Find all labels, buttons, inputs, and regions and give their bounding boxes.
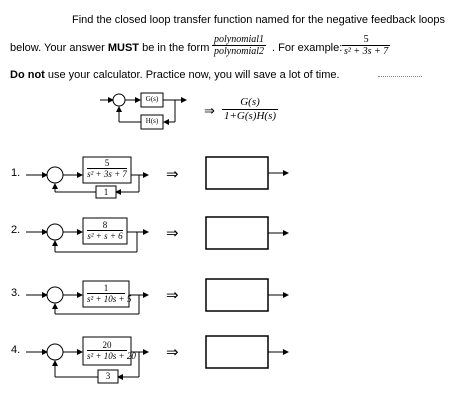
scan-mark (378, 76, 422, 78)
instruction-line-1: Find the closed loop transfer function n… (72, 14, 446, 26)
do-not-emphasis: Do not (10, 69, 45, 81)
problem-1-implies-arrow: ⇒ (166, 166, 179, 183)
problem-4-implies-arrow: ⇒ (166, 344, 179, 361)
problem-3-denominator: s² + 10s + 5 (87, 293, 132, 304)
problem-2-forward-tf: 8 s² + s + 6 (83, 220, 127, 241)
problem-4-feedback-gain: 3 (105, 371, 111, 381)
problem-1-diagram (26, 156, 289, 199)
feedback-block-label: H(s) (145, 117, 159, 125)
problem-1-feedback-gain: 1 (103, 187, 109, 197)
instruction-text: use your calculator. Practice now, you w… (47, 69, 340, 81)
problem-1-answer-box[interactable] (208, 159, 266, 187)
implies-arrow: ⇒ (204, 103, 215, 118)
problem-2-number: 2. (11, 224, 21, 236)
problem-4-diagram (26, 335, 289, 384)
problem-3-answer-box[interactable] (208, 281, 266, 309)
form-denominator: polynomial2 (212, 45, 266, 57)
problem-2-answer-box[interactable] (208, 219, 266, 247)
general-result-denominator: 1+G(s)H(s) (222, 109, 279, 122)
instruction-line-2-start: below. Your answer MUST be in the form (10, 42, 209, 54)
instruction-line-3: Do not use your calculator. Practice now… (10, 69, 340, 81)
problem-1-forward-tf: 5 s² + 3s + 7 (83, 158, 131, 179)
forward-block-label: G(s) (145, 95, 159, 103)
problem-1-denominator: s² + 3s + 7 (87, 168, 127, 179)
problem-3-numerator: 1 (103, 283, 109, 293)
problem-4-answer-box[interactable] (208, 338, 266, 366)
problem-1-number: 1. (11, 167, 21, 179)
problem-2-denominator: s² + s + 6 (87, 230, 123, 241)
example-numerator: 5 (363, 34, 369, 45)
problem-4-denominator: s² + 10s + 20 (87, 350, 136, 361)
form-numerator: polynomial1 (214, 34, 264, 45)
form-fraction: polynomial1 polynomial2 (212, 34, 266, 57)
general-diagram (100, 92, 187, 130)
problem-2-implies-arrow: ⇒ (166, 225, 179, 242)
example-fraction: 5 s² + 3s + 7 (342, 34, 391, 57)
example-denominator: s² + 3s + 7 (342, 45, 391, 57)
problem-4-numerator: 20 (102, 340, 112, 350)
problem-2-diagram (26, 216, 289, 253)
must-emphasis: MUST (107, 42, 140, 54)
problem-3-number: 3. (11, 287, 21, 299)
problem-4-number: 4. (11, 344, 21, 356)
problem-3-forward-tf: 1 s² + 10s + 5 (83, 283, 132, 304)
problem-2-numerator: 8 (102, 220, 108, 230)
problem-3-implies-arrow: ⇒ (166, 287, 179, 304)
instruction-text: below. Your answer (10, 42, 105, 54)
problem-1-numerator: 5 (104, 158, 110, 168)
instruction-text: be in the form (142, 42, 210, 54)
problem-3-diagram (26, 278, 289, 315)
problem-4-forward-tf: 20 s² + 10s + 20 (83, 340, 136, 361)
example-label: . For example: (272, 42, 343, 54)
general-result-fraction: G(s) 1+G(s)H(s) (222, 96, 279, 123)
general-result-numerator: G(s) (240, 96, 260, 108)
